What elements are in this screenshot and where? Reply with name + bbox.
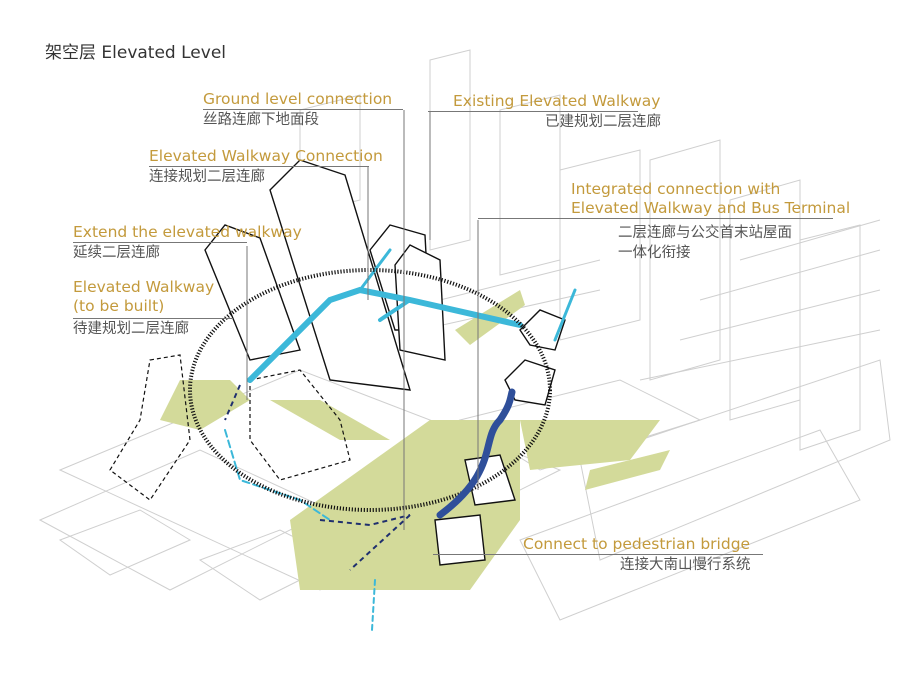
label-zh: 丝路连廊下地面段: [203, 112, 319, 128]
context-city-blocks: [38, 49, 891, 621]
leader-lines: [246, 110, 479, 530]
label-en: Elevated Walkway: [73, 278, 215, 296]
walkways: [224, 248, 577, 631]
navy-dashed-paths: [224, 384, 411, 571]
label-connect-pedestrian-bridge: Connect to pedestrian bridge 连接大南山慢行系统: [433, 535, 763, 575]
label-en: Elevated Walkway Connection: [149, 147, 383, 165]
label-existing-elevated-walkway: Existing Elevated Walkway 已建规划二层连廊: [428, 92, 661, 132]
label-en: Ground level connection: [203, 90, 393, 108]
highlighted-buildings: [204, 159, 566, 566]
label-ground-level-connection: Ground level connection 丝路连廊下地面段: [203, 90, 403, 130]
circulation-loop: [188, 268, 552, 512]
label-zh: 延续二层连廊: [73, 245, 160, 261]
page-title: 架空层 Elevated Level: [45, 43, 226, 63]
label-en: Existing Elevated Walkway: [453, 92, 661, 110]
label-integrated-connection: Integrated connection with Elevated Walk…: [478, 180, 851, 263]
label-zh: 连接大南山慢行系统: [620, 557, 751, 573]
label-en: Connect to pedestrian bridge: [523, 535, 751, 553]
dashed-building-outlines: [109, 354, 351, 501]
label-zh: 连接规划二层连廊: [149, 169, 265, 185]
label-en: Extend the elevated walkway: [73, 223, 302, 241]
label-zh: 待建规划二层连廊: [73, 321, 189, 337]
label-zh: 已建规划二层连廊: [545, 114, 661, 130]
label-zh-line2: 一体化衔接: [618, 245, 691, 261]
label-en: Integrated connection with: [571, 180, 781, 198]
label-zh: 二层连廊与公交首末站屋面: [618, 225, 792, 241]
label-en-line2: Elevated Walkway and Bus Terminal: [571, 199, 851, 217]
label-elevated-walkway-connection: Elevated Walkway Connection 连接规划二层连廊: [149, 147, 383, 187]
bus-terminal-arrow: [436, 388, 516, 519]
label-en-line2: (to be built): [73, 297, 165, 315]
label-elevated-walkway-to-be-built: Elevated Walkway (to be built) 待建规划二层连廊: [73, 278, 233, 339]
label-extend-elevated-walkway: Extend the elevated walkway 延续二层连廊: [73, 223, 302, 263]
